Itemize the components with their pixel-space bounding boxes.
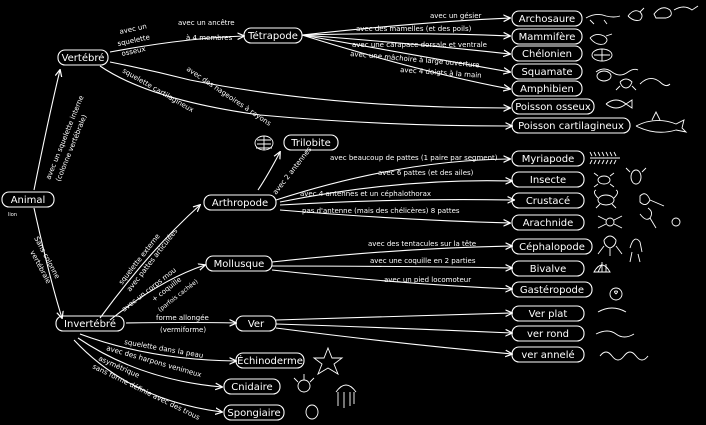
frog-icon [615,78,637,91]
edge-ancetre-1: avec un ancêtre [178,19,235,27]
node-cephalopode: Céphalopode [519,241,585,253]
node-labels: Animal Vertébré Invertébré Tétrapode Arc… [11,14,624,419]
arrow-animal-invertebre [33,207,62,318]
flatworm-icon [597,307,627,313]
beetle-icon [597,175,611,185]
spider-icon [605,217,615,227]
ant-icon [630,169,642,185]
roundworm-icon [595,330,635,338]
edge-deux-antennes: avec 2 antennes [271,145,313,196]
node-bivalve: Bivalve [530,264,567,275]
node-arachnide: Arachnide [523,218,574,229]
snail-icon [609,287,623,301]
edge-pas-antenne: pas d'antenne (mais des chélicères) 8 pa… [302,207,460,215]
node-invertebre: Invertébré [64,318,116,330]
edge-tentacules: avec des tentacules sur la tête [368,240,476,248]
arrow-invertebre-mollusque [109,265,205,321]
sponge-icon [305,404,319,420]
bird-icon [627,7,645,21]
node-crustace: Crustacé [526,195,570,207]
edge-mamelles: avec des mamelles (et des poils) [356,25,472,33]
edge-pattes-6: avec 6 pattes (et des ailes) [378,169,474,177]
node-myriapode: Myriapode [522,154,575,165]
node-insecte: Insecte [530,175,566,186]
salamander-icon [639,78,671,87]
centipede-icon [589,151,620,165]
node-ver-rond: ver rond [527,329,569,340]
illustrations [254,5,699,420]
node-mammifere: Mammifère [519,31,576,43]
node-animal: Animal [11,195,46,206]
crocodile-icon [585,13,621,25]
edge-squelette-osseux-3: osseux [121,45,147,58]
segmented-worm-icon [599,351,649,361]
node-poisson-osseux: Poisson osseux [515,102,591,113]
arrow-vertebre-poisson-cartilagineux [99,65,512,126]
node-ver-annele: ver annelé [521,349,574,361]
arrow-invertebre-spongiaire [73,339,222,412]
arrow-vertebre-tetrapode [109,36,244,53]
node-mollusque: Mollusque [214,259,265,270]
arrow-animal-vertebre [33,70,60,191]
edge-ancetre-2: à 4 membres [186,34,233,42]
node-tetrapode: Tétrapode [247,30,298,42]
edge-cartilagineux: squelette cartilagineux [121,67,195,114]
rodent-icon [589,33,613,45]
edge-coquille-2: avec une coquille en 2 parties [370,257,476,265]
node-poisson-cartilagineux: Poisson cartilagineux [518,121,624,132]
arrow-invertebre-arthropode [99,205,200,319]
bird-flying-icon [673,5,699,11]
node-vertebre: Vertébré [62,52,105,64]
arrow-invertebre-ver [125,323,236,324]
node-ver: Ver [248,319,265,330]
snake-icon [595,68,639,76]
arrow-invertebre-cnidaire [77,337,222,387]
arrow-vertebre-poisson-osseux [109,61,510,108]
fish-icon [605,99,633,109]
node-gasteropode: Gastéropode [520,284,584,296]
edge-nageoires: avec des nageoires à rayons [185,65,273,128]
shark-icon [635,110,688,133]
node-boxes [1,10,631,421]
node-spongiaire: Spongiaire [227,408,280,419]
node-cnidaire: Cnidaire [231,382,272,393]
node-amphibien: Amphibien [520,84,574,95]
scorpion-icon [639,207,657,229]
edge-allongee-2: (vermiforme) [160,326,206,334]
arrow-invertebre-echinoderme [79,333,236,361]
node-echinoderme: Échinoderme [237,354,303,367]
node-trilobite: Trilobite [290,138,331,149]
lobster-icon [639,193,665,207]
node-arthropode: Arthropode [212,198,268,209]
starfish-icon [312,346,344,376]
edges [33,18,514,412]
edge-pied: avec un pied locomoteur [384,276,471,284]
edge-gesier: avec un gésier [430,12,482,20]
node-ver-plat: Ver plat [529,309,568,320]
octopus-icon [597,235,623,256]
node-chelonien: Chélonien [522,48,572,60]
sea-anemone-icon [297,379,311,393]
clam-shell-icon [593,262,611,273]
node-animal-sub: lion [8,212,17,218]
edge-allongee-1: forme allongée [156,314,209,322]
crab-icon [597,194,615,206]
edge-carapace: avec une carapace dorsale et ventrale [352,41,487,49]
edge-pattes-1: avec beaucoup de pattes (1 paire par seg… [330,154,498,162]
arrow-arthropode-trilobite [257,152,280,191]
node-archosaure: Archosaure [519,14,575,25]
node-squamate: Squamate [521,67,572,78]
squid-icon [629,238,643,263]
dinosaur-icon [653,7,672,19]
jellyfish-icon [335,384,357,408]
edge-antennes-4: avec 4 antennes et un céphalothorax [300,190,431,198]
